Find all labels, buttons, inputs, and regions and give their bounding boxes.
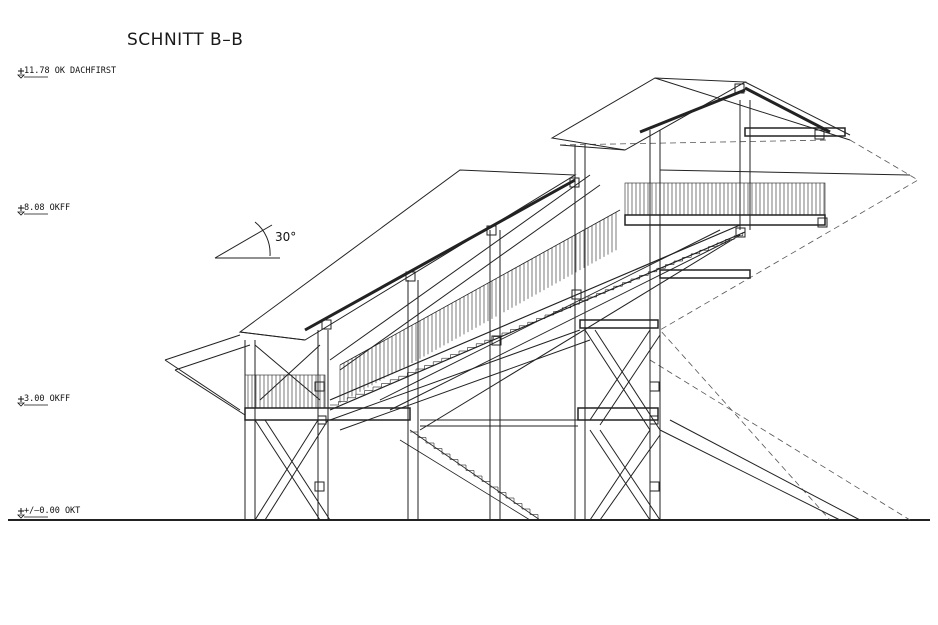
level-label-okff-upper: 8.08 OKFF xyxy=(24,203,71,213)
roof-projection-dashed xyxy=(559,139,919,521)
angle-indicator xyxy=(214,221,280,259)
outer-frame xyxy=(164,169,911,431)
level-label-okff-lower: 3.00 OKFF xyxy=(24,394,71,404)
level-marker-icon xyxy=(17,205,48,216)
level-label-dachfirst: 11.78 OK DACHFIRST xyxy=(24,66,117,76)
posts xyxy=(244,100,751,520)
level-label-okt: +/–0.00 OKT xyxy=(24,506,81,516)
connection-nodes xyxy=(314,83,828,492)
lower-railing xyxy=(244,374,326,409)
drawing-title: SCHNITT B–B xyxy=(127,30,244,50)
roof-angle-label: 30° xyxy=(275,230,297,244)
upper-roof xyxy=(550,77,851,151)
level-marker-icon xyxy=(17,508,48,519)
lower-stair xyxy=(399,429,541,521)
upper-railing xyxy=(624,182,826,216)
bracing xyxy=(254,329,861,521)
upper-floor xyxy=(579,127,846,329)
level-marker-icon xyxy=(17,68,48,79)
lower-floor xyxy=(244,407,659,427)
level-marker-icon xyxy=(17,396,48,407)
